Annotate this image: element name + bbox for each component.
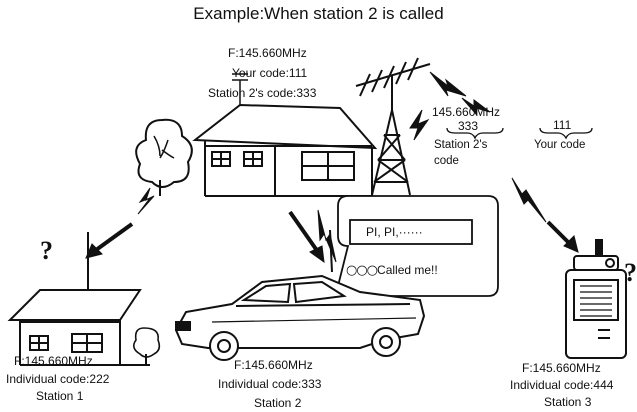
signal-your-code-label: Your code bbox=[534, 138, 585, 153]
indicator-circles: ○○○ bbox=[346, 263, 377, 278]
signal-station2-code-label-2: code bbox=[434, 154, 459, 169]
station1-question-mark: ? bbox=[40, 236, 53, 266]
signal-bolt-to-label bbox=[430, 72, 466, 96]
arrow-to-station3 bbox=[548, 222, 570, 244]
station3-name: Station 3 bbox=[544, 394, 591, 411]
arrow-to-station1 bbox=[96, 224, 132, 250]
signal-bolt-tower bbox=[410, 110, 428, 140]
signal-station2-code-value: 333 bbox=[458, 118, 478, 135]
station1-frequency: F:145.660MHz bbox=[14, 353, 93, 370]
called-me-line: ○○○Called me!! bbox=[346, 262, 438, 279]
signal-bolt-to-station3 bbox=[512, 178, 546, 222]
station3-transceiver-illustration bbox=[566, 240, 626, 358]
home-your-code: Your code:111 bbox=[232, 65, 307, 82]
home-station2-code: Station 2's code:333 bbox=[208, 85, 316, 102]
station2-frequency: F:145.660MHz bbox=[234, 357, 313, 374]
signal-bolt-to-station1 bbox=[138, 188, 154, 214]
home-frequency: F:145.660MHz bbox=[228, 45, 307, 62]
called-me-text: Called me!! bbox=[377, 263, 438, 277]
diagram-title: Example:When station 2 is called bbox=[0, 4, 637, 24]
station3-question-mark: ? bbox=[624, 258, 637, 288]
station1-house-illustration bbox=[10, 232, 159, 366]
station3-code: Individual code:444 bbox=[510, 377, 613, 394]
station1-name: Station 1 bbox=[36, 388, 83, 405]
station3-frequency: F:145.660MHz bbox=[522, 360, 601, 377]
signal-your-code-value: 111 bbox=[553, 117, 571, 134]
signal-station2-code-label: Station 2's bbox=[434, 138, 487, 153]
station2-code: Individual code:333 bbox=[218, 376, 321, 393]
station2-name: Station 2 bbox=[254, 395, 301, 412]
pager-display-text: PI, PI,······ bbox=[366, 224, 423, 241]
station1-code: Individual code:222 bbox=[6, 371, 109, 388]
arrow-head-station2 bbox=[310, 246, 324, 262]
arrow-to-station2 bbox=[290, 212, 318, 252]
